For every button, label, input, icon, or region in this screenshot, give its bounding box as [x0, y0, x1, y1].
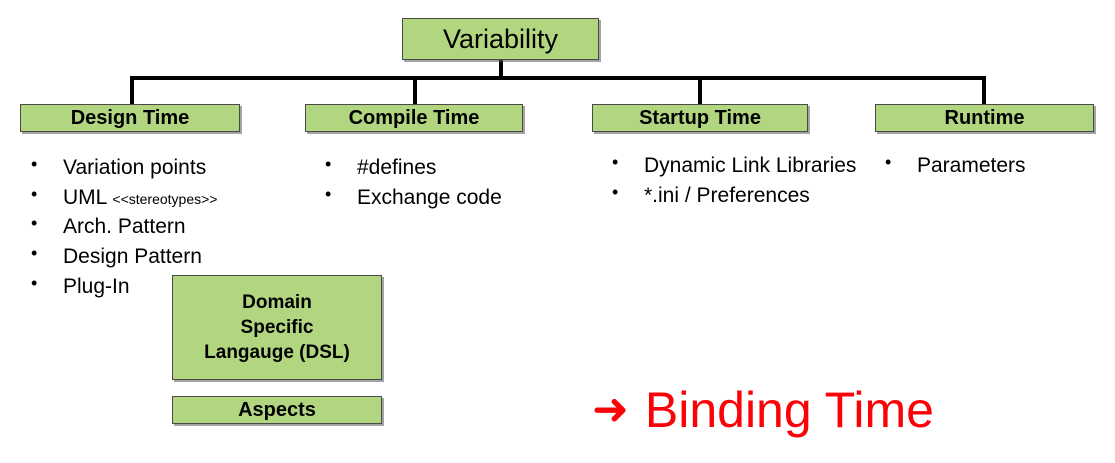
- node-aspects[interactable]: Aspects: [172, 396, 382, 424]
- connector-drop-compile-time: [413, 76, 417, 106]
- list-item-annotation: <<stereotypes>>: [112, 190, 218, 207]
- list-item: Arch. Pattern: [24, 212, 294, 241]
- list-item: Dynamic Link Libraries: [605, 151, 860, 180]
- connector-drop-runtime: [982, 76, 986, 106]
- node-design-time[interactable]: Design Time: [20, 104, 240, 132]
- list-item-label: Design Pattern: [63, 245, 202, 269]
- list-item-label: Arch. Pattern: [63, 215, 186, 239]
- node-startup-time-label: Startup Time: [639, 106, 761, 129]
- list-item: Design Pattern: [24, 242, 294, 271]
- list-item: *.ini / Preferences: [605, 181, 860, 210]
- connector-horizontal-bus: [130, 76, 986, 80]
- connector-drop-design-time: [130, 76, 134, 106]
- node-variability-label: Variability: [442, 23, 559, 54]
- list-runtime: Parameters: [878, 151, 1108, 182]
- node-domain-specific-language[interactable]: Domain Specific Langauge (DSL): [172, 275, 382, 380]
- list-item-label: Parameters: [917, 154, 1026, 177]
- node-dsl-text-block: Domain Specific Langauge (DSL): [204, 290, 350, 365]
- list-item: Exchange code: [318, 183, 558, 212]
- list-design-time: Variation points UML <<stereotypes>> Arc…: [24, 153, 294, 303]
- node-variability[interactable]: Variability: [402, 18, 599, 60]
- list-item-label: Dynamic Link Libraries: [644, 154, 857, 177]
- connector-drop-startup-time: [698, 76, 702, 106]
- node-runtime-label: Runtime: [944, 106, 1025, 129]
- right-arrow-icon: ➜: [592, 384, 629, 435]
- list-compile-time: #defines Exchange code: [318, 153, 558, 213]
- binding-time-annotation: ➜ Binding Time: [592, 385, 934, 435]
- node-dsl-line-3: Langauge (DSL): [204, 342, 350, 364]
- node-compile-time[interactable]: Compile Time: [305, 104, 523, 132]
- list-item-label: Exchange code: [357, 185, 502, 209]
- list-item: Variation points: [24, 153, 294, 182]
- list-item: Parameters: [878, 151, 1108, 180]
- list-item-label: #defines: [357, 156, 437, 179]
- list-item-label: Plug-In: [63, 274, 130, 298]
- list-item: #defines: [318, 153, 558, 182]
- list-item-label: Variation points: [63, 156, 207, 179]
- node-aspects-label: Aspects: [238, 398, 316, 421]
- node-runtime[interactable]: Runtime: [875, 104, 1094, 132]
- node-startup-time[interactable]: Startup Time: [592, 104, 808, 132]
- connector-trunk-variability: [499, 60, 503, 79]
- list-item-label: *.ini / Preferences: [644, 183, 810, 207]
- node-dsl-line-1: Domain: [242, 291, 312, 313]
- binding-time-label: Binding Time: [644, 382, 934, 438]
- node-compile-time-label: Compile Time: [348, 106, 480, 129]
- list-startup-time: Dynamic Link Libraries *.ini / Preferenc…: [605, 151, 860, 211]
- list-item: UML <<stereotypes>>: [24, 183, 294, 212]
- list-item-label: UML: [63, 185, 113, 209]
- node-dsl-line-2: Specific: [240, 316, 314, 338]
- list-item: Plug-In: [24, 272, 294, 301]
- node-design-time-label: Design Time: [70, 106, 190, 129]
